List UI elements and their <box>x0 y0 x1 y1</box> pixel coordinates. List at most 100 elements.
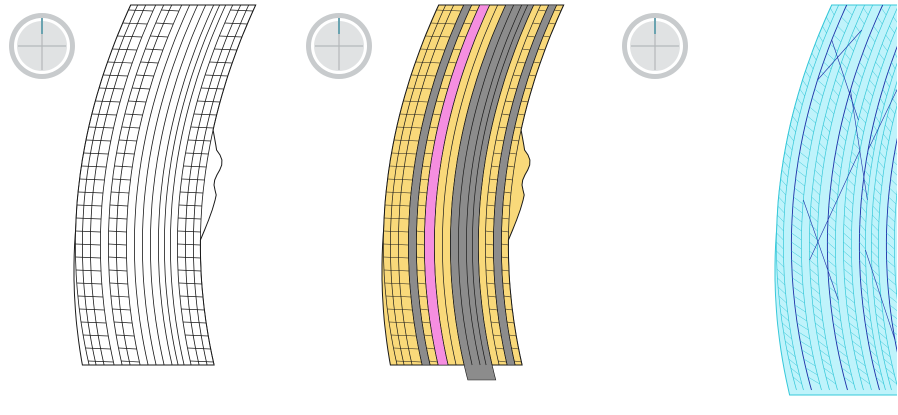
mesh-triangle-edge <box>886 268 896 277</box>
cross-section-tick <box>403 100 429 103</box>
mesh-triangle-edge <box>873 367 882 376</box>
mesh-breakline <box>817 29 862 81</box>
cross-section-tick <box>83 152 109 155</box>
mesh-triangle-edge <box>827 259 837 268</box>
mesh-triangle-edge <box>825 115 832 124</box>
mesh-triangle-edge <box>886 259 896 268</box>
cross-section-tick <box>205 74 228 77</box>
cross-section-tick <box>429 360 438 363</box>
cross-section-tick <box>112 48 137 51</box>
mesh-triangle-edge <box>805 124 814 133</box>
mesh-triangle-edge <box>781 169 789 178</box>
cross-section-tick <box>187 347 211 350</box>
cross-section-tick <box>76 204 102 207</box>
mesh-triangle-edge <box>891 169 897 176</box>
cross-section-tick <box>448 61 457 64</box>
mesh-triangle-edge <box>799 151 809 160</box>
mesh-triangle-edge <box>809 241 818 250</box>
cross-section-tick <box>384 217 410 220</box>
cross-section-tick <box>81 321 107 324</box>
cross-section-tick <box>83 334 109 337</box>
cross-section-tick <box>108 269 128 272</box>
cross-section-tick <box>529 74 536 77</box>
mesh-triangle-edge <box>809 223 818 232</box>
mesh-triangle-edge <box>862 304 870 313</box>
mesh-triangle-edge <box>871 259 880 268</box>
mesh-triangle-edge <box>879 97 885 106</box>
cross-section-tick <box>108 230 127 233</box>
mesh-triangle-edge <box>826 52 835 61</box>
mesh-triangle-edge <box>782 160 790 169</box>
mesh-triangle-edge <box>847 43 854 52</box>
mesh-triangle-edge <box>812 304 822 313</box>
corridor-boundary <box>73 4 257 366</box>
mesh-triangle-edge <box>791 250 802 259</box>
mesh-triangle-edge <box>860 277 868 286</box>
mesh-triangle-edge <box>874 304 883 313</box>
mesh-triangle-edge <box>823 124 830 133</box>
mesh-triangle-edge <box>845 295 855 304</box>
cross-section-tick <box>424 152 433 155</box>
mesh-triangle-edge <box>881 349 891 358</box>
mesh-triangle-edge <box>869 349 878 358</box>
mesh-triangle-edge <box>796 97 803 106</box>
lane-line <box>472 4 529 366</box>
cross-section-tick <box>407 87 432 90</box>
corridor-outline-map <box>73 4 257 366</box>
cross-section-tick <box>486 217 495 220</box>
mesh-triangle-edge <box>880 340 889 349</box>
mesh-triangle-edge <box>888 196 897 205</box>
mesh-triangle-edge <box>841 16 849 25</box>
mesh-triangle-edge <box>859 259 867 268</box>
mesh-triangle-edge <box>777 214 785 223</box>
cross-section-tick <box>393 139 419 142</box>
mesh-triangle-edge <box>841 124 848 133</box>
lane-line <box>390 4 447 366</box>
mesh-triangle-edge <box>855 358 866 367</box>
mesh-edge <box>865 62 897 391</box>
map-panel-outline: N <box>0 0 299 415</box>
cross-section-tick <box>511 139 519 142</box>
mesh-triangle-edge <box>793 295 805 304</box>
cross-section-tick <box>501 113 510 116</box>
cross-section-tick <box>214 48 237 51</box>
lane-line <box>134 4 191 366</box>
mesh-triangle-edge <box>776 241 784 250</box>
cross-section-tick <box>498 360 507 363</box>
mesh-triangle-edge <box>777 205 785 214</box>
mesh-triangle-edge <box>871 133 877 142</box>
mesh-triangle-edge <box>893 331 897 335</box>
mesh-triangle-edge <box>859 223 866 232</box>
mesh-triangle-edge <box>818 340 828 349</box>
mesh-triangle-edge <box>801 349 814 358</box>
cross-section-tick <box>506 321 515 324</box>
mesh-triangle-edge <box>777 286 786 295</box>
cross-section-tick <box>150 35 168 38</box>
mesh-triangle-edge <box>777 277 786 286</box>
mesh-triangle-edge <box>852 340 862 349</box>
mesh-triangle-edge <box>830 43 838 52</box>
mesh-triangle-edge <box>843 115 850 124</box>
mesh-triangle-edge <box>868 340 876 349</box>
mesh-triangle-edge <box>841 367 852 376</box>
cross-section-tick <box>132 87 150 90</box>
mesh-triangle-edge <box>853 142 861 151</box>
mesh-triangle-edge <box>813 313 824 322</box>
mesh-edge <box>851 26 897 391</box>
cross-section-tick <box>118 347 137 350</box>
mesh-triangle-edge <box>822 25 827 34</box>
cross-section-tick <box>177 256 201 259</box>
mesh-triangle-edge <box>846 187 854 196</box>
mesh-triangle-edge <box>792 376 802 385</box>
cross-section-tick <box>110 295 129 298</box>
mesh-triangle-edge <box>872 277 881 286</box>
lane-line <box>466 4 523 366</box>
mesh-edge <box>835 4 892 391</box>
mesh-triangle-edge <box>821 358 832 367</box>
cross-section-tick <box>533 61 541 64</box>
mesh-edge <box>843 7 897 391</box>
mesh-triangle-edge <box>795 313 808 322</box>
mesh-triangle-edge <box>882 88 887 97</box>
cross-section-tick <box>485 243 494 246</box>
mesh-triangle-edge <box>778 196 786 205</box>
